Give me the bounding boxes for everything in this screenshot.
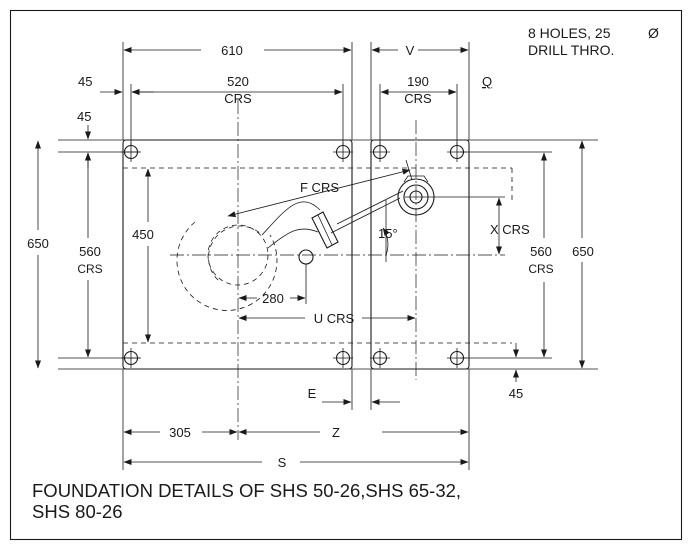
dim-520-crs: CRS (224, 91, 252, 106)
holes-note-line2: DRILL THRO. (528, 42, 614, 58)
dim-650-left-label: 650 (27, 236, 49, 251)
caption-line1: FOUNDATION DETAILS OF SHS 50-26,SHS 65-3… (32, 480, 461, 501)
dim-v-label: V (406, 43, 415, 58)
dim-520-label: 520 (227, 74, 249, 89)
dim-s-label: S (278, 455, 287, 470)
dim-z-label: Z (332, 425, 340, 440)
holes-note-line1: 8 HOLES, 25 (528, 25, 611, 41)
f-crs-label: F CRS (300, 180, 339, 195)
pump-casing (176, 201, 321, 311)
angle-label: 15° (378, 226, 398, 241)
dim-190-label: 190 (407, 74, 429, 89)
dim-190-crs: CRS (404, 91, 432, 106)
dim-e-label: E (308, 386, 317, 401)
dim-650-right-label: 650 (572, 244, 594, 259)
angle-arc (382, 227, 390, 256)
dim-560-right-crs: CRS (528, 262, 553, 276)
dim-560-left-label: 560 (79, 244, 101, 259)
pump-flange-icon (298, 249, 314, 265)
dim-45-left-label: 45 (78, 74, 92, 89)
dim-560-right-label: 560 (530, 244, 552, 259)
dim-610-label: 610 (221, 43, 243, 58)
left-base-plate (122, 139, 353, 370)
dim-280-label: 280 (262, 291, 284, 306)
dim-45-top-label: 45 (77, 109, 91, 124)
caption-line2: SHS 80-26 (32, 501, 123, 522)
drawing-frame (9, 9, 683, 541)
f-crs-dim (227, 168, 411, 218)
dim-45-bottom-label: 45 (509, 386, 523, 401)
dim-560-left-crs: CRS (77, 262, 102, 276)
diameter-icon: Ø (648, 25, 659, 41)
dim-305-label: 305 (169, 425, 191, 440)
dim-x-crs-label: X CRS (490, 222, 530, 237)
dim-450-label: 450 (132, 227, 154, 242)
dim-u-crs-label: U CRS (314, 311, 355, 326)
dim-q-label: Q (482, 74, 492, 89)
